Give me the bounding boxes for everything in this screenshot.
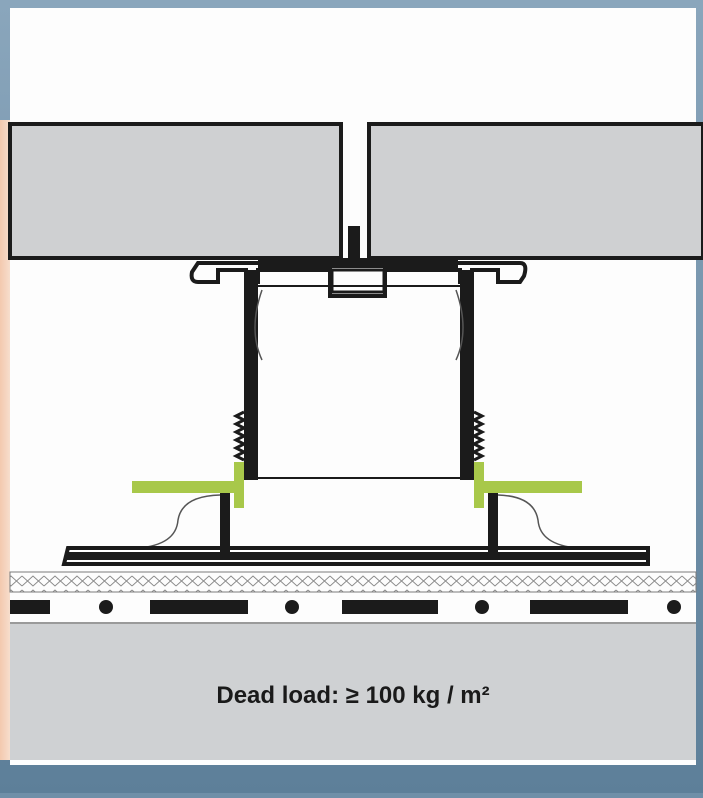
left-edge-strip <box>0 120 12 760</box>
left-tile <box>8 122 343 260</box>
right-tile <box>367 122 703 260</box>
spacer-tab <box>348 226 360 262</box>
protection-mat <box>9 571 697 593</box>
pedestal-base <box>61 493 650 566</box>
membrane-layer <box>10 600 681 614</box>
concrete-slab <box>10 624 696 760</box>
pedestal-tube <box>232 270 486 480</box>
dead-load-caption: Dead load: ≥ 100 kg / m² <box>216 682 490 709</box>
adjusting-collar <box>132 462 582 508</box>
